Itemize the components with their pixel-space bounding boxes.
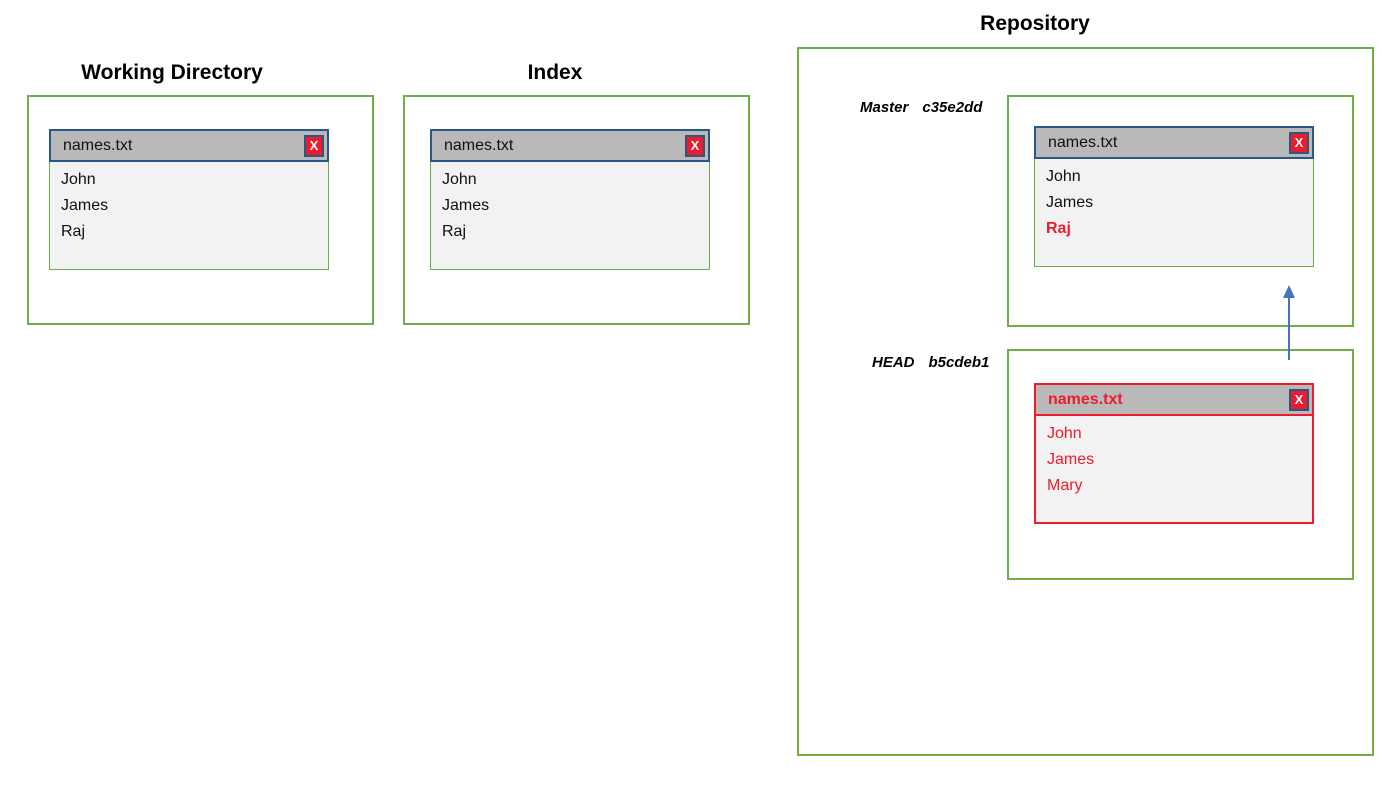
file-line: James [442,197,490,214]
close-icon[interactable]: X [685,134,705,157]
file-line: James [61,197,109,214]
file-line: James [1047,451,1095,468]
working-directory-box: names.txt X John James Raj [27,95,374,325]
file-card-body: John James Raj [430,162,710,270]
index-file-card: names.txt X John James Raj [430,129,710,270]
master-file-card: names.txt X John James Raj [1034,126,1314,267]
file-line: John [1046,168,1081,185]
file-name-label: names.txt [1048,133,1118,151]
file-card-header: names.txt X [1034,383,1314,416]
head-commit-box: names.txt X John James Mary [1007,349,1354,580]
repository-box: Master c35e2dd names.txt X John James Raj… [797,47,1374,756]
close-icon[interactable]: X [304,134,324,157]
file-card-header: names.txt X [430,129,710,162]
file-line: Raj [442,223,467,240]
working-directory-title: Working Directory [81,61,263,84]
commit-hash-label: b5cdeb1 [928,354,990,371]
file-name-label: names.txt [444,136,514,154]
file-name-label: names.txt [1048,390,1123,408]
file-line: Raj [1046,220,1071,237]
working-directory-file-card: names.txt X John James Raj [49,129,329,270]
file-line: John [61,171,96,188]
repository-title: Repository [980,12,1090,35]
master-commit-label: Master c35e2dd [860,99,982,116]
head-commit-label: HEAD b5cdeb1 [872,354,989,371]
file-card-body: John James Mary [1034,416,1314,524]
commit-hash-label: c35e2dd [922,99,983,116]
file-line: Mary [1047,477,1083,494]
file-line: James [1046,194,1094,211]
file-card-body: John James Raj [1034,159,1314,267]
branch-ref-label: HEAD [872,354,915,371]
file-line: John [1047,425,1082,442]
head-file-card: names.txt X John James Mary [1034,383,1314,524]
close-icon[interactable]: X [1289,388,1309,411]
file-line: John [442,171,477,188]
file-line: Raj [61,223,86,240]
branch-ref-label: Master [860,99,909,116]
file-card-header: names.txt X [49,129,329,162]
file-name-label: names.txt [63,136,133,154]
close-icon[interactable]: X [1289,131,1309,154]
master-commit-box: names.txt X John James Raj [1007,95,1354,327]
index-title: Index [527,61,583,84]
index-box: names.txt X John James Raj [403,95,750,325]
file-card-body: John James Raj [49,162,329,270]
file-card-header: names.txt X [1034,126,1314,159]
head-to-master-arrow-icon [1283,285,1295,360]
